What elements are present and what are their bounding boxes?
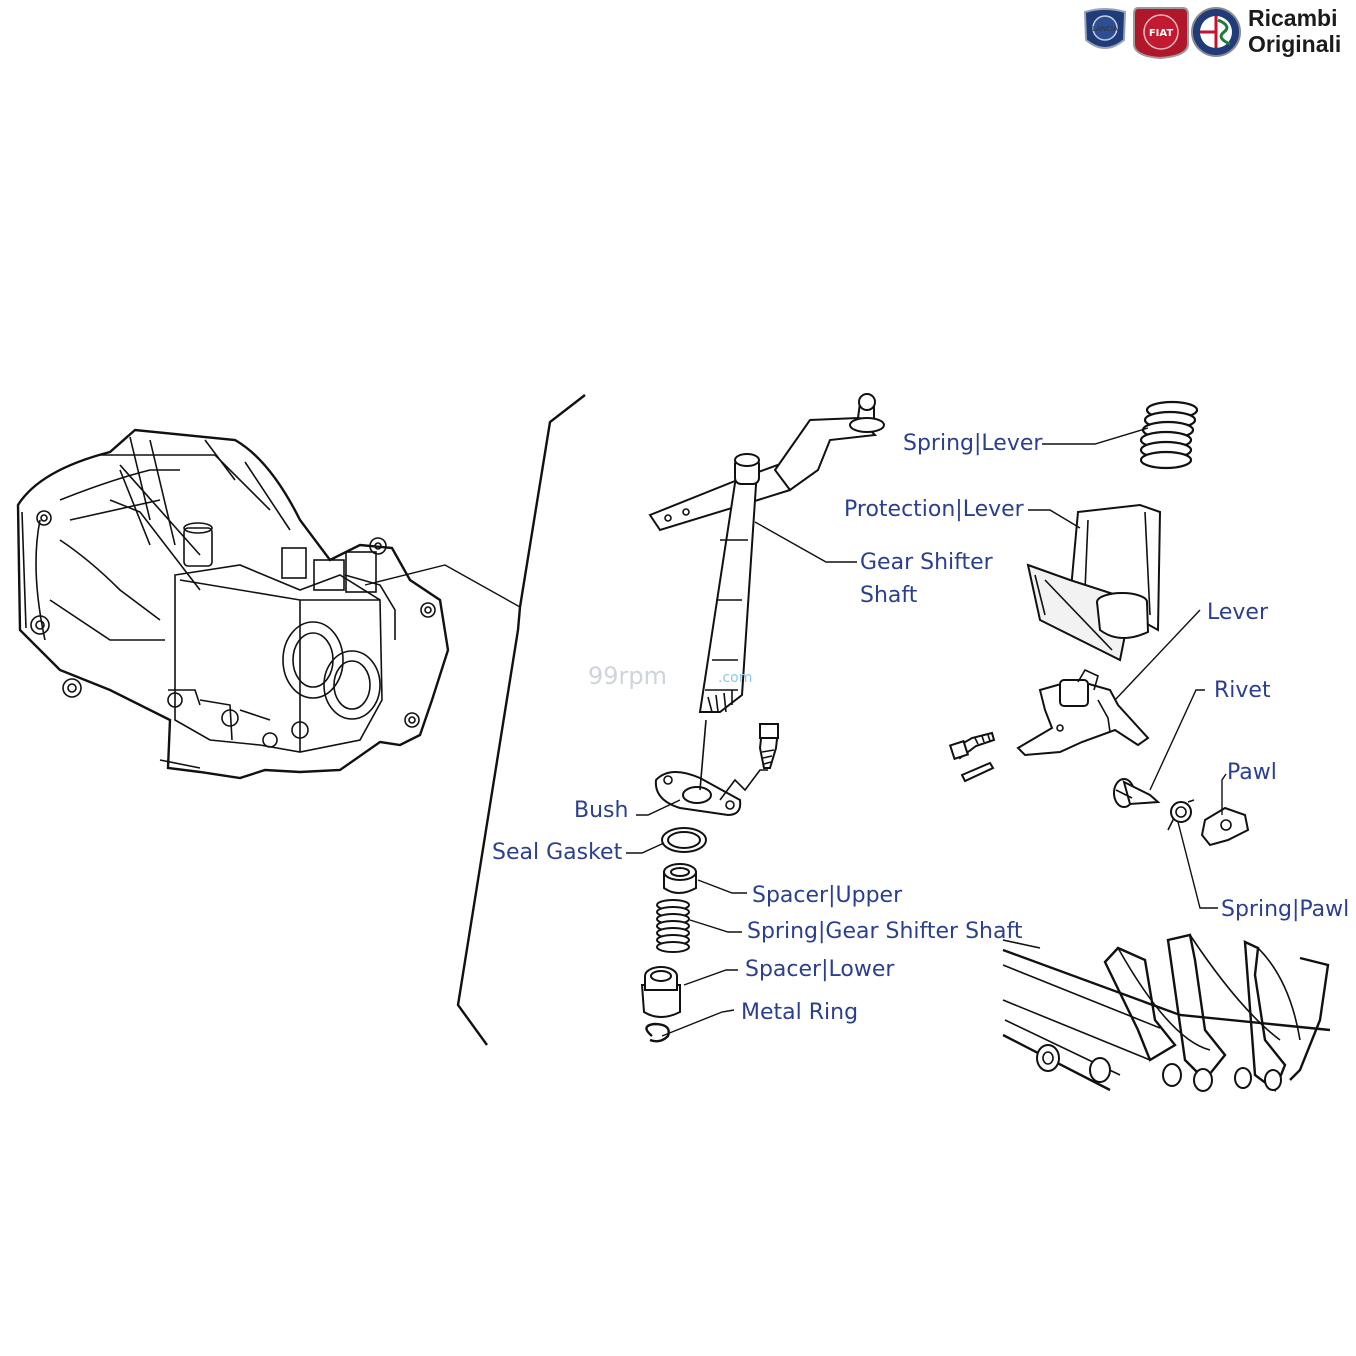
- svg-text:FIAT: FIAT: [1149, 28, 1174, 39]
- section-bracket-line: [456, 394, 586, 1046]
- lancia-logo: LANCIA: [1083, 8, 1127, 49]
- alfa-romeo-logo: [1191, 7, 1241, 57]
- label-spacer-lower: Spacer|Lower: [745, 957, 895, 982]
- label-gear-shifter-shaft-2: Shaft: [860, 583, 918, 608]
- housing-callout-line: [364, 564, 521, 608]
- label-lever: Lever: [1207, 600, 1269, 625]
- label-rivet: Rivet: [1214, 678, 1271, 703]
- label-spring-gear-shifter-shaft: Spring|Gear Shifter Shaft: [747, 919, 1023, 944]
- label-metal-ring: Metal Ring: [741, 1000, 858, 1025]
- spring-lever-part: [1139, 400, 1199, 470]
- bush-part: [654, 719, 742, 817]
- spring-gear-shifter-shaft-part: [656, 899, 690, 953]
- lever-part: [1016, 668, 1150, 757]
- lever-screw-part: [948, 731, 996, 761]
- label-gear-shifter-shaft-1: Gear Shifter: [860, 550, 994, 575]
- leader-lines: [626, 427, 1227, 1037]
- watermark: 99rpm .com: [588, 662, 752, 690]
- label-protection-lever: Protection|Lever: [844, 497, 1025, 522]
- spacer-upper-part: [663, 863, 697, 894]
- watermark-suffix: .com: [718, 670, 752, 686]
- gearbox-housing-illustration: [16, 428, 450, 780]
- watermark-main: 99rpm: [588, 662, 667, 690]
- metal-ring-part: [645, 1022, 670, 1043]
- svg-text:LANCIA: LANCIA: [1092, 25, 1118, 33]
- label-spring-pawl: Spring|Pawl: [1221, 897, 1349, 922]
- fiat-logo: FIAT: [1133, 7, 1189, 60]
- spring-pawl-part: [1167, 799, 1195, 831]
- label-bush: Bush: [574, 798, 628, 823]
- pawl-part: [1200, 806, 1250, 847]
- brand-header: LANCIA FIAT Ricambi Originali: [1083, 5, 1341, 60]
- rivet-part: [1113, 778, 1161, 808]
- shift-fork-assembly: [1002, 933, 1331, 1092]
- gear-shifter-shaft-part: [648, 393, 885, 713]
- seal-gasket-part: [661, 827, 707, 853]
- label-spacer-upper: Spacer|Upper: [752, 883, 903, 908]
- brand-line-2: Originali: [1248, 31, 1341, 57]
- spacer-lower-part: [640, 966, 681, 1018]
- part-labels: Spring|Lever Protection|Lever Gear Shift…: [492, 431, 1349, 1025]
- lever-pin-part: [960, 761, 995, 783]
- label-seal-gasket: Seal Gasket: [492, 840, 623, 865]
- label-pawl: Pawl: [1227, 760, 1277, 785]
- label-spring-lever: Spring|Lever: [903, 431, 1043, 456]
- brand-line-1: Ricambi: [1248, 5, 1337, 31]
- protection-lever-part: [1026, 503, 1162, 662]
- bolt-part: [719, 723, 780, 801]
